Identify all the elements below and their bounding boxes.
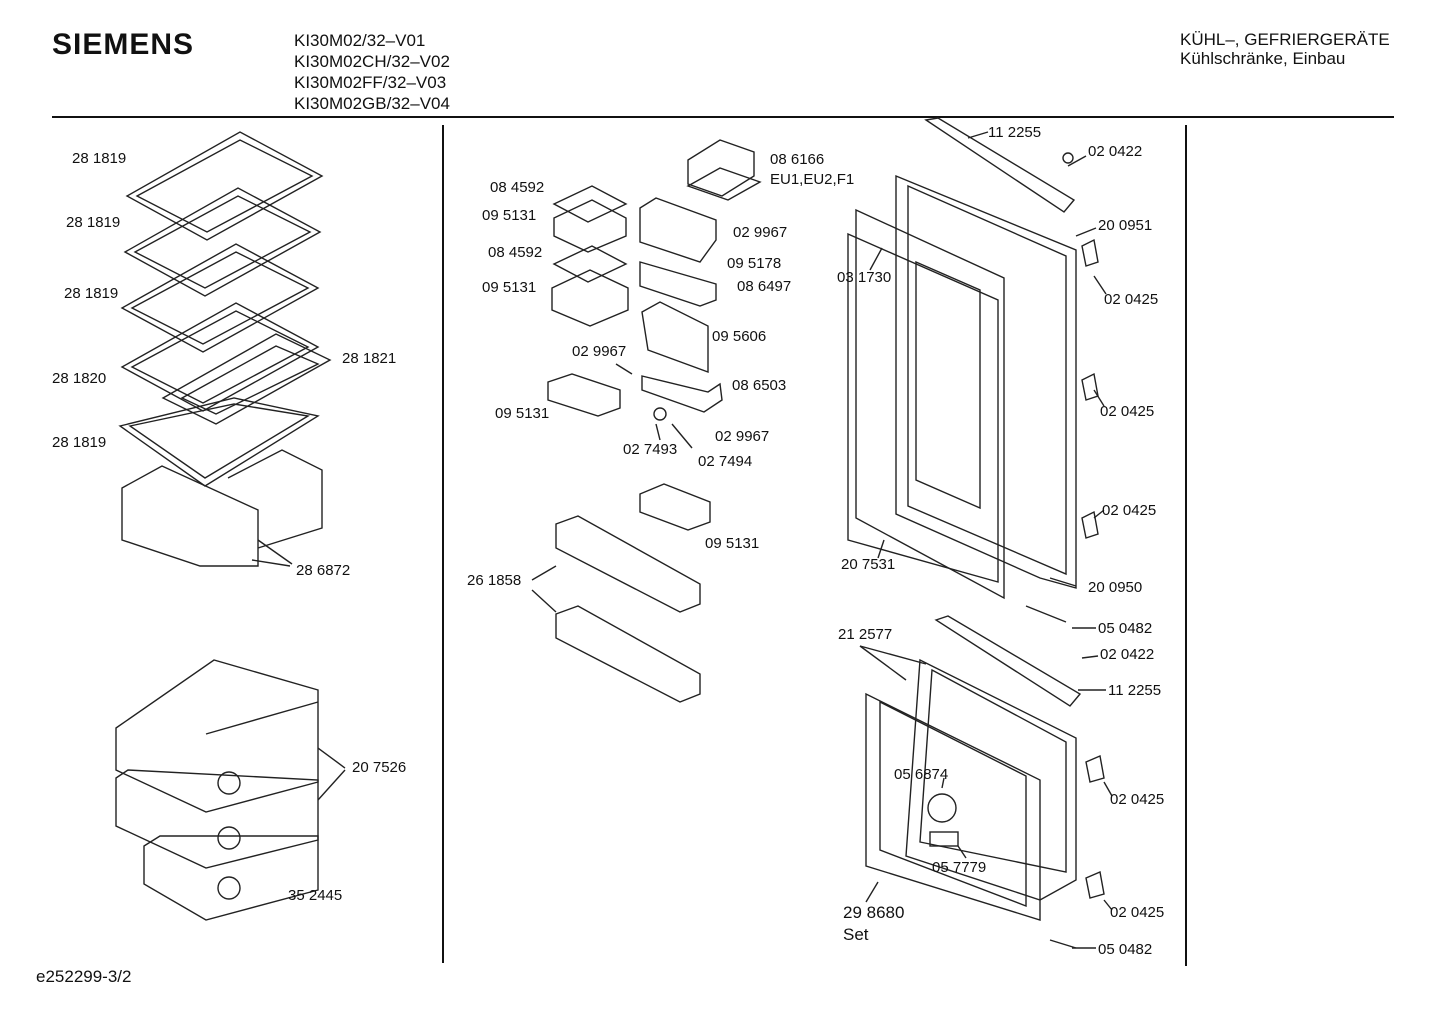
- upper-door-seal: [855, 208, 1005, 600]
- part-label: 05 7779: [932, 859, 987, 876]
- category-subtitle: Kühlschränke, Einbau: [1180, 49, 1346, 68]
- butter-box-top: [686, 139, 762, 201]
- door-shelf-2: [555, 605, 701, 703]
- vent-grille-lower: [1049, 939, 1077, 949]
- part-label: 05 6874: [894, 766, 949, 783]
- freezer-drawer-1: [115, 659, 319, 813]
- part-label: 09 5131: [495, 405, 550, 422]
- part-label: 28 1819: [72, 150, 127, 167]
- box-with-lid-2: [641, 301, 723, 413]
- part-label: 09 5178: [727, 255, 782, 272]
- small-tray-2: [639, 483, 711, 531]
- thermostat-panel: [929, 831, 959, 847]
- part-label: 29 8680: [843, 903, 905, 922]
- part-label: 08 4592: [490, 179, 545, 196]
- small-tray-1: [547, 373, 621, 417]
- upper-hinge-brackets: [1081, 238, 1099, 539]
- glass-shelf-divided: [161, 333, 332, 425]
- part-label: 09 5131: [705, 535, 760, 552]
- part-label: 02 0425: [1104, 291, 1159, 308]
- part-label: 20 0950: [1088, 579, 1143, 596]
- part-label: 02 0422: [1088, 143, 1143, 160]
- lower-door-hinge-bar: [934, 615, 1082, 707]
- part-label: 28 1819: [64, 285, 119, 302]
- part-label: 05 0482: [1098, 620, 1153, 637]
- lower-door-outer-panel: [905, 658, 1077, 901]
- upper-door-inner-liner: [847, 232, 999, 583]
- model-list: KI30M02/32–V01 KI30M02CH/32–V02 KI30M02F…: [294, 30, 450, 114]
- part-label: 09 5606: [712, 328, 767, 345]
- upper-door-hinge-bar: [924, 117, 1076, 213]
- part-label: 20 7531: [841, 556, 896, 573]
- lower-hinge-brackets: [1085, 755, 1105, 899]
- glass-shelf-4: [120, 302, 320, 412]
- part-label: 21 2577: [838, 626, 893, 643]
- part-label: 28 1819: [52, 434, 107, 451]
- part-label: 02 0422: [1100, 646, 1155, 663]
- thermostat-knob: [927, 793, 957, 823]
- vegetable-crisper-small: [121, 449, 323, 567]
- part-label: 02 7494: [698, 453, 753, 470]
- part-label: 20 7526: [352, 759, 407, 776]
- spring-part: [653, 407, 667, 421]
- part-label: 08 6503: [732, 377, 787, 394]
- part-label: 28 1819: [66, 214, 121, 231]
- model-number: KI30M02/32–V01: [294, 31, 426, 50]
- model-number: KI30M02FF/32–V03: [294, 73, 447, 92]
- part-label: 20 0951: [1098, 217, 1153, 234]
- box-with-lid: [639, 197, 717, 307]
- part-label: 08 6497: [737, 278, 792, 295]
- upper-door-outer-panel: [895, 174, 1077, 589]
- part-label: 02 0425: [1102, 502, 1157, 519]
- part-label: 02 9967: [572, 343, 627, 360]
- part-label: 02 0425: [1110, 791, 1165, 808]
- part-label: 35 2445: [288, 887, 343, 904]
- part-label: 02 9967: [733, 224, 788, 241]
- set-label: Set: [843, 925, 869, 944]
- glass-shelf-5: [118, 397, 320, 487]
- part-label: 05 0482: [1098, 941, 1153, 958]
- part-label: 11 2255: [988, 124, 1042, 141]
- part-label: 28 1821: [342, 350, 397, 367]
- door-shelf-1: [555, 515, 701, 613]
- model-number: KI30M02GB/32–V04: [294, 94, 450, 113]
- part-label: 02 0425: [1110, 904, 1165, 921]
- screw-top: [1062, 152, 1074, 164]
- part-label: 08 6166: [770, 151, 825, 168]
- glass-shelf-2: [123, 187, 322, 297]
- part-label: 02 0425: [1100, 403, 1155, 420]
- lower-door-frame: [865, 692, 1041, 921]
- egg-tray-bottom: [551, 245, 629, 327]
- document-id: e252299-3/2: [36, 967, 132, 986]
- part-label: 02 7493: [623, 441, 678, 458]
- part-label: 28 1820: [52, 370, 107, 387]
- egg-tray-top: [552, 185, 628, 253]
- vent-grille-upper: [1025, 605, 1067, 623]
- category-title: KÜHL–, GEFRIERGERÄTE: [1180, 30, 1390, 49]
- part-label: 28 6872: [296, 562, 351, 579]
- part-label: 08 4592: [488, 244, 543, 261]
- part-label: 09 5131: [482, 279, 537, 296]
- part-label: 11 2255: [1108, 682, 1162, 699]
- part-variant-label: EU1,EU2,F1: [770, 171, 855, 188]
- part-label: 02 9967: [715, 428, 770, 445]
- category-block: KÜHL–, GEFRIERGERÄTE Kühlschränke, Einba…: [1180, 30, 1390, 68]
- model-number: KI30M02CH/32–V02: [294, 52, 450, 71]
- brand-logo: SIEMENS: [52, 28, 195, 61]
- part-label: 26 1858: [467, 572, 522, 589]
- freezer-drawer-3: [143, 835, 319, 921]
- part-label: 03 1730: [837, 269, 892, 286]
- part-label: 09 5131: [482, 207, 537, 224]
- glass-shelf-1: [125, 131, 324, 241]
